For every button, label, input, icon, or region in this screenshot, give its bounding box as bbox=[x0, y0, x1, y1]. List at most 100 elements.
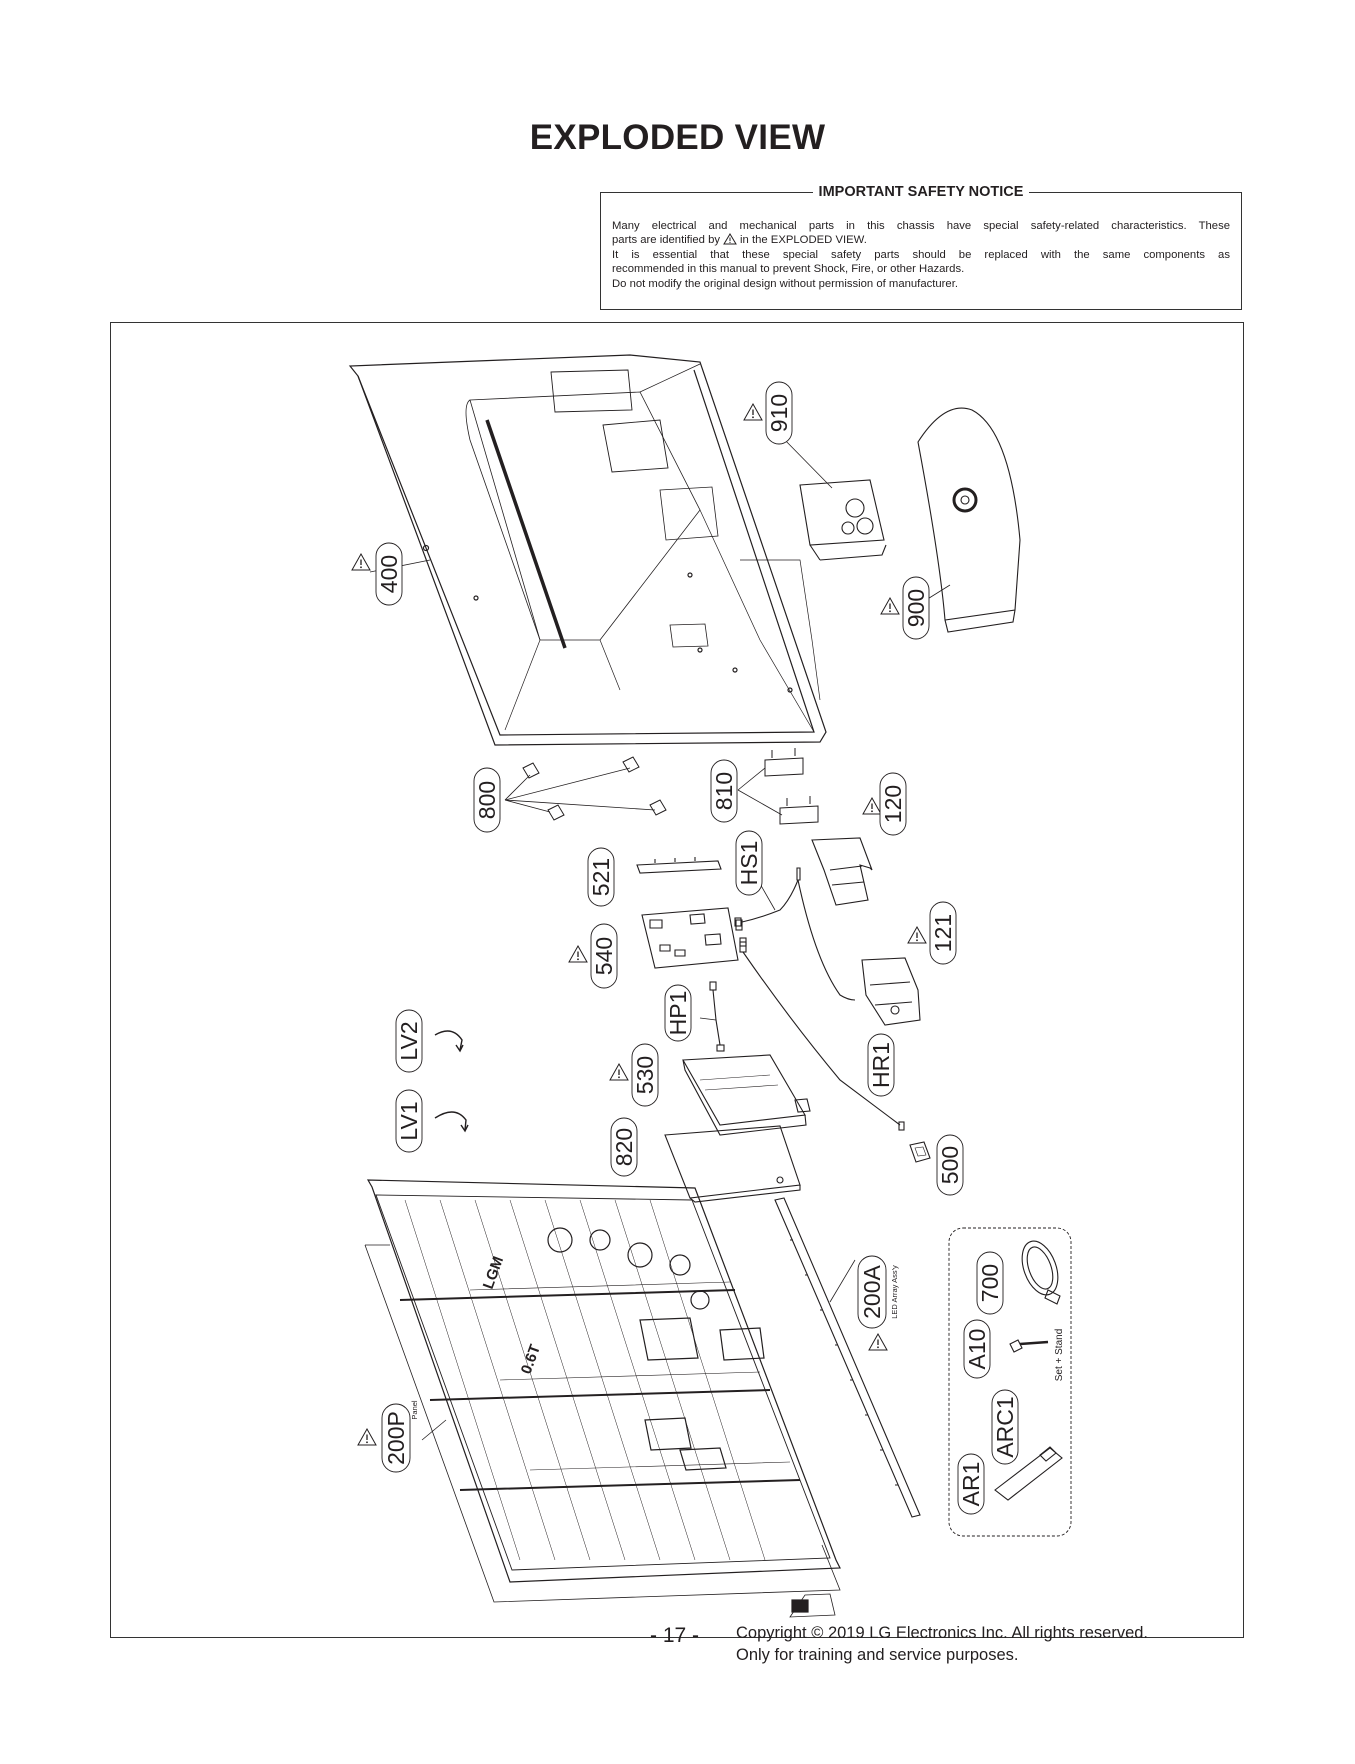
stand-body-drawing bbox=[799, 479, 887, 561]
notice-line-5: Do not modify the original design withou… bbox=[612, 277, 958, 290]
warning-triangle-icon bbox=[568, 945, 588, 963]
part-label-500 bbox=[936, 1134, 964, 1196]
part-number-540: 540 bbox=[591, 937, 617, 975]
part-number-ARC1: ARC1 bbox=[992, 1396, 1018, 1457]
part-number-530: 530 bbox=[632, 1056, 658, 1094]
part-number-810: 810 bbox=[711, 772, 737, 810]
speaker-121-drawing bbox=[861, 957, 921, 1026]
cable-hs1-drawing bbox=[735, 867, 856, 1001]
accessory-group-border bbox=[948, 1227, 1072, 1537]
part-number-HR1: HR1 bbox=[868, 1042, 894, 1088]
diagram-frame bbox=[110, 322, 1244, 1638]
cable-lv2-drawing bbox=[434, 1030, 464, 1053]
part-number-800: 800 bbox=[474, 781, 500, 819]
usage-line: Only for training and service purposes. bbox=[736, 1646, 1019, 1664]
part-label-800 bbox=[473, 767, 501, 833]
notice-line-4: recommended in this manual to prevent Sh… bbox=[612, 263, 965, 276]
part-number-LV1: LV1 bbox=[396, 1101, 422, 1140]
part-label-121 bbox=[929, 901, 957, 965]
safety-notice-body: Many electrical and mechanical parts in … bbox=[612, 219, 1230, 291]
part-number-HP1: HP1 bbox=[665, 991, 691, 1036]
safety-notice-box: IMPORTANT SAFETY NOTICE Many electrical … bbox=[600, 184, 1242, 310]
notice-line-2b: in the EXPLODED VIEW. bbox=[740, 234, 867, 247]
led-array-200a-drawing bbox=[774, 1197, 921, 1518]
part-label-200P bbox=[381, 1403, 411, 1473]
part-label-540 bbox=[590, 923, 618, 989]
part-label-521 bbox=[587, 847, 615, 907]
safety-notice-title: IMPORTANT SAFETY NOTICE bbox=[812, 184, 1030, 200]
remote-ar1-drawing bbox=[994, 1446, 1063, 1501]
part-label-530 bbox=[631, 1043, 659, 1107]
page-title: EXPLODED VIEW bbox=[529, 118, 826, 157]
power-board-530-drawing bbox=[682, 1054, 811, 1136]
warning-triangle-icon bbox=[609, 1063, 629, 1081]
power-cord-700-drawing bbox=[1021, 1240, 1061, 1305]
notice-line-3: It is essential that these special safet… bbox=[612, 248, 1230, 261]
part-label-ARC1 bbox=[991, 1389, 1019, 1465]
part-number-200A: 200A bbox=[859, 1264, 885, 1318]
stand-base-drawing bbox=[917, 407, 1021, 633]
warning-triangle-icon bbox=[357, 1428, 377, 1446]
part-number-HS1: HS1 bbox=[736, 841, 762, 886]
part-number-LV2: LV2 bbox=[396, 1021, 422, 1060]
footer-copyright: Copyright © 2019 LG Electronics Inc. All… bbox=[736, 1622, 1148, 1666]
page-number: - 17 - bbox=[650, 1624, 700, 1647]
notice-line-2a: parts are identified by bbox=[612, 234, 721, 247]
panel-thickness-text: 0.6T bbox=[518, 1342, 544, 1376]
part-label-AR1 bbox=[957, 1453, 985, 1515]
panel-200p-drawing bbox=[364, 1179, 841, 1618]
part-label-LV2 bbox=[395, 1009, 423, 1073]
warning-triangle-icon bbox=[862, 797, 882, 815]
bracket-810-drawing bbox=[764, 748, 819, 825]
part-description-200A: LED Array Ass'y bbox=[890, 1265, 899, 1319]
shield-820-drawing bbox=[664, 1125, 801, 1203]
part-number-900: 900 bbox=[903, 589, 929, 627]
cable-hp1-drawing bbox=[709, 981, 725, 1052]
part-label-200A bbox=[857, 1255, 887, 1329]
part-label-HS1 bbox=[735, 830, 763, 896]
warning-triangle-icon bbox=[723, 233, 737, 245]
part-number-A10: A10 bbox=[964, 1329, 990, 1370]
copyright-line: Copyright © 2019 LG Electronics Inc. All… bbox=[736, 1624, 1149, 1642]
part-description-200P: Panel bbox=[410, 1400, 419, 1420]
part-label-810 bbox=[710, 759, 738, 823]
part-number-500: 500 bbox=[937, 1146, 963, 1184]
part-number-910: 910 bbox=[766, 394, 792, 432]
part-label-900 bbox=[902, 576, 930, 640]
warning-triangle-icon bbox=[907, 926, 927, 944]
part-label-LV1 bbox=[395, 1089, 423, 1153]
part-number-700: 700 bbox=[977, 1264, 1003, 1302]
part-label-400 bbox=[375, 542, 403, 606]
cable-hr1-drawing bbox=[739, 941, 905, 1131]
part-number-820: 820 bbox=[611, 1128, 637, 1166]
part-number-521: 521 bbox=[588, 858, 614, 896]
accessory-group-label: Set + Stand bbox=[1054, 1329, 1065, 1382]
part-label-A10 bbox=[963, 1319, 991, 1379]
cable-lv1-drawing bbox=[434, 1111, 469, 1133]
part-label-700 bbox=[976, 1251, 1004, 1315]
warning-triangle-icon bbox=[351, 553, 371, 571]
back-cover-drawing bbox=[348, 354, 827, 746]
main-board-540-drawing bbox=[641, 907, 747, 969]
warning-triangle-icon bbox=[868, 1333, 888, 1351]
warning-triangle-icon bbox=[743, 403, 763, 421]
part-number-121: 121 bbox=[930, 914, 956, 952]
part-label-HR1 bbox=[867, 1033, 895, 1097]
warning-triangle-icon bbox=[880, 597, 900, 615]
panel-brand-text: LGM bbox=[480, 1254, 507, 1291]
part-number-120: 120 bbox=[880, 785, 906, 823]
part-label-910 bbox=[765, 381, 793, 445]
part-label-HP1 bbox=[664, 984, 692, 1042]
part-label-820 bbox=[610, 1117, 638, 1177]
speaker-120-drawing bbox=[811, 837, 873, 906]
bracket-521-drawing bbox=[636, 857, 722, 874]
part-number-400: 400 bbox=[376, 555, 402, 593]
part-number-AR1: AR1 bbox=[958, 1462, 984, 1507]
ir-board-500-drawing bbox=[909, 1141, 931, 1163]
part-label-120 bbox=[879, 772, 907, 836]
screw-a10-drawing bbox=[1009, 1339, 1049, 1353]
part-number-200P: 200P bbox=[383, 1411, 409, 1465]
notice-line-2: parts are identified by in the EXPLODED V… bbox=[612, 233, 1230, 247]
notice-line-1: Many electrical and mechanical parts in … bbox=[612, 220, 1230, 232]
